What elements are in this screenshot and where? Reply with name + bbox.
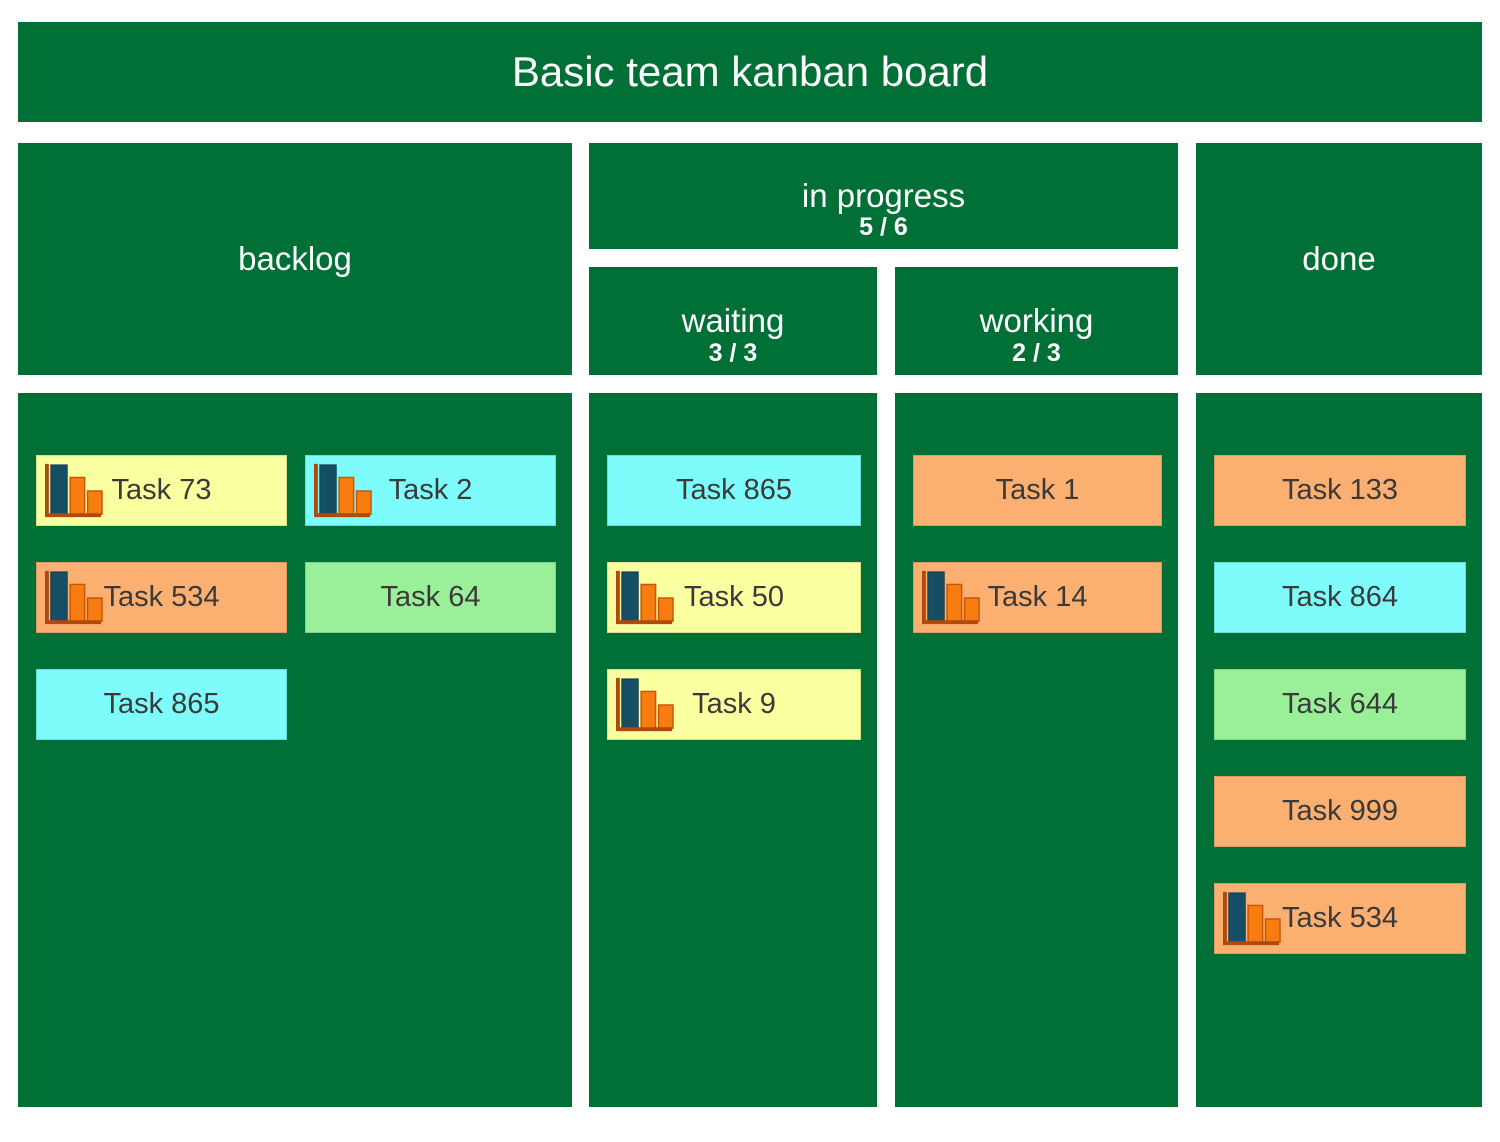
task-card-label: Task 73 [111, 474, 212, 506]
column-header-working: working 2 / 3 [895, 267, 1178, 375]
bar-chart-icon [45, 569, 103, 624]
bar-chart-icon [314, 462, 372, 517]
task-card-label: Task 1 [995, 474, 1080, 506]
column-label: backlog [238, 240, 352, 277]
wip-count: 3 / 3 [708, 339, 758, 367]
task-card[interactable]: Task 1 [913, 455, 1162, 526]
task-card-label: Task 14 [987, 581, 1088, 613]
task-card-label: Task 2 [388, 474, 473, 506]
task-card[interactable]: Task 50 [607, 562, 861, 633]
task-card[interactable]: Task 865 [36, 669, 287, 740]
column-header-done: done [1196, 143, 1482, 375]
task-card-label: Task 534 [1281, 902, 1399, 934]
column-label: in progress [801, 177, 966, 214]
task-card-label: Task 999 [1281, 795, 1399, 827]
card-list-backlog: Task 73 Task 2 Task 534 Task 64 Task 865 [18, 393, 572, 1107]
bar-chart-icon [616, 569, 674, 624]
task-card[interactable]: Task 534 [36, 562, 287, 633]
task-card-label: Task 133 [1281, 474, 1399, 506]
card-list-done: Task 133 Task 864 Task 644 Task 999 Task… [1196, 393, 1482, 1107]
task-card[interactable]: Task 534 [1214, 883, 1466, 954]
task-card-label: Task 644 [1281, 688, 1399, 720]
task-card[interactable]: Task 865 [607, 455, 861, 526]
card-list-working: Task 1 Task 14 [895, 393, 1178, 1107]
wip-count: 2 / 3 [1012, 339, 1061, 367]
task-card[interactable]: Task 864 [1214, 562, 1466, 633]
bar-chart-icon [616, 676, 674, 731]
board-title-bar: Basic team kanban board [18, 22, 1482, 122]
bar-chart-icon [45, 462, 103, 517]
column-label: done [1302, 240, 1376, 277]
task-card-label: Task 864 [1281, 581, 1399, 613]
task-card-label: Task 50 [684, 581, 784, 613]
column-waiting: Task 865 Task 50 Task 9 [589, 393, 877, 1107]
column-header-backlog: backlog [18, 143, 572, 375]
task-card-label: Task 9 [692, 688, 776, 720]
task-card[interactable]: Task 14 [913, 562, 1162, 633]
column-label: waiting [681, 302, 785, 339]
task-card[interactable]: Task 73 [36, 455, 287, 526]
column-header-in-progress: in progress 5 / 6 [589, 143, 1178, 249]
task-card-label: Task 534 [103, 581, 220, 613]
task-card-label: Task 865 [675, 474, 793, 506]
task-card[interactable]: Task 644 [1214, 669, 1466, 740]
task-card-label: Task 64 [380, 581, 481, 613]
column-label: working [979, 302, 1094, 339]
bar-chart-icon [1223, 890, 1281, 945]
column-header-waiting: waiting 3 / 3 [589, 267, 877, 375]
task-card[interactable]: Task 2 [305, 455, 556, 526]
column-working: Task 1 Task 14 [895, 393, 1178, 1107]
task-card-label: Task 865 [103, 688, 220, 720]
task-card[interactable]: Task 64 [305, 562, 556, 633]
bar-chart-icon [922, 569, 980, 624]
board-title: Basic team kanban board [511, 48, 989, 95]
column-backlog: Task 73 Task 2 Task 534 Task 64 Task 865 [18, 393, 572, 1107]
task-card[interactable]: Task 9 [607, 669, 861, 740]
task-card[interactable]: Task 999 [1214, 776, 1466, 847]
column-done: Task 133 Task 864 Task 644 Task 999 Task… [1196, 393, 1482, 1107]
wip-count: 5 / 6 [859, 213, 908, 241]
card-list-waiting: Task 865 Task 50 Task 9 [589, 393, 877, 1107]
task-card[interactable]: Task 133 [1214, 455, 1466, 526]
